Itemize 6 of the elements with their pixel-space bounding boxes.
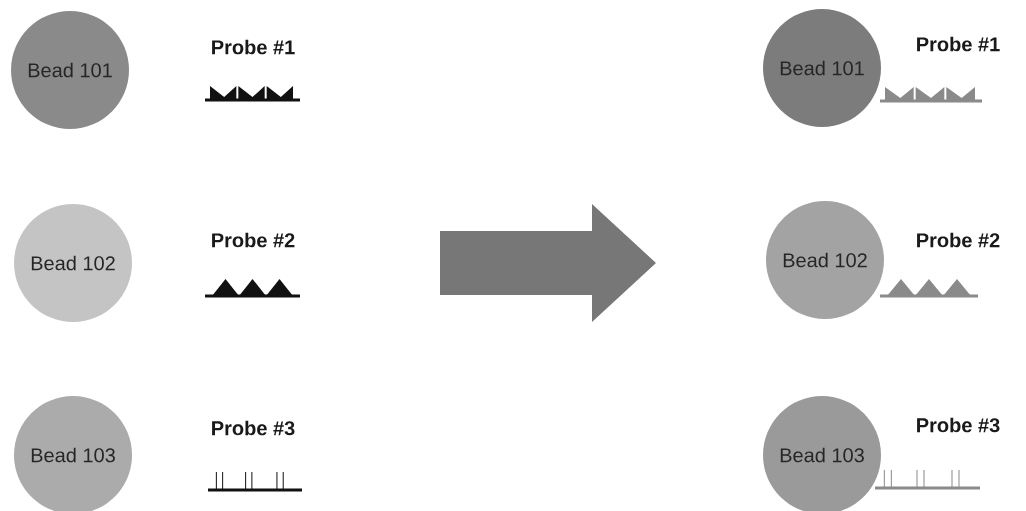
probe-label: Probe #1	[917, 36, 1000, 52]
probe-label: Probe #2	[212, 232, 295, 248]
probe-label: Probe #3	[917, 417, 1000, 433]
probe-label: Probe #2	[917, 232, 1000, 248]
probe-label: Probe #1	[212, 39, 295, 55]
probe-label: Probe #3	[212, 420, 295, 436]
